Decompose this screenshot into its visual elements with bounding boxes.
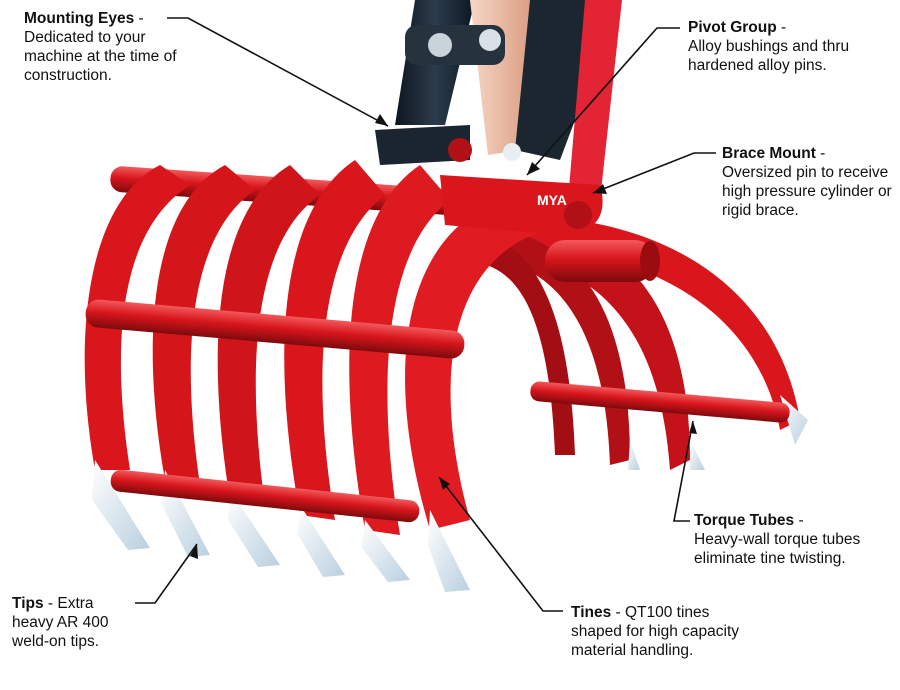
leader-tips (135, 543, 198, 604)
callout-mounting-eyes: Mounting Eyes - Dedicated to your machin… (24, 9, 204, 85)
leader-lines (135, 17, 716, 612)
callout-title: Tips (12, 595, 44, 612)
pivot-plate: MYA (440, 138, 603, 235)
callout-separator: - (134, 10, 144, 27)
callout-pivot-group: Pivot Group - Alloy bushings and thru ha… (688, 18, 878, 75)
excavator-arm (375, 0, 622, 200)
leader-pivot-group (526, 27, 680, 176)
callout-separator: - (776, 19, 787, 36)
torque-tubes-front (85, 299, 465, 523)
leader-torque-tubes (673, 420, 694, 522)
tine-group-front (84, 160, 580, 592)
callout-title: Tines (571, 604, 612, 621)
callout-text: Dedicated to your machine at the time of… (24, 29, 177, 84)
leader-brace-mount (592, 152, 716, 194)
torque-tube-rear-bottom (530, 381, 790, 423)
callout-text: Oversized pin to receive high pressure c… (722, 164, 892, 219)
callout-text: Heavy-wall torque tubes eliminate tine t… (694, 531, 861, 567)
callout-text: heavy AR 400 weld-on tips. (12, 614, 109, 650)
callout-brace-mount: Brace Mount - Oversized pin to receive h… (722, 144, 894, 220)
logo-text: MYA (537, 192, 567, 208)
callout-title: Torque Tubes (694, 512, 795, 529)
callout-title: Brace Mount (722, 145, 816, 162)
leader-tines (438, 476, 563, 612)
callout-tips: Tips - Extra heavy AR 400 weld-on tips. (12, 594, 142, 651)
callout-title: Mounting Eyes (24, 10, 135, 27)
brace-mount-pin (545, 240, 660, 282)
callout-separator: - (815, 145, 826, 162)
leader-mounting-eyes (167, 17, 389, 127)
callout-separator: - (794, 512, 804, 529)
callout-torque-tubes: Torque Tubes - Heavy-wall torque tubes e… (694, 511, 894, 568)
leader-arrowheads (190, 114, 697, 559)
callout-text: shaped for high capacity material handli… (571, 623, 740, 659)
callout-title: Pivot Group (688, 19, 777, 36)
callout-tines: Tines - QT100 tines shaped for high capa… (571, 603, 761, 660)
callout-separator: - QT100 tines (611, 604, 710, 621)
callout-separator: - Extra (43, 595, 94, 612)
callout-text: Alloy bushings and thru hardened alloy p… (688, 38, 850, 74)
